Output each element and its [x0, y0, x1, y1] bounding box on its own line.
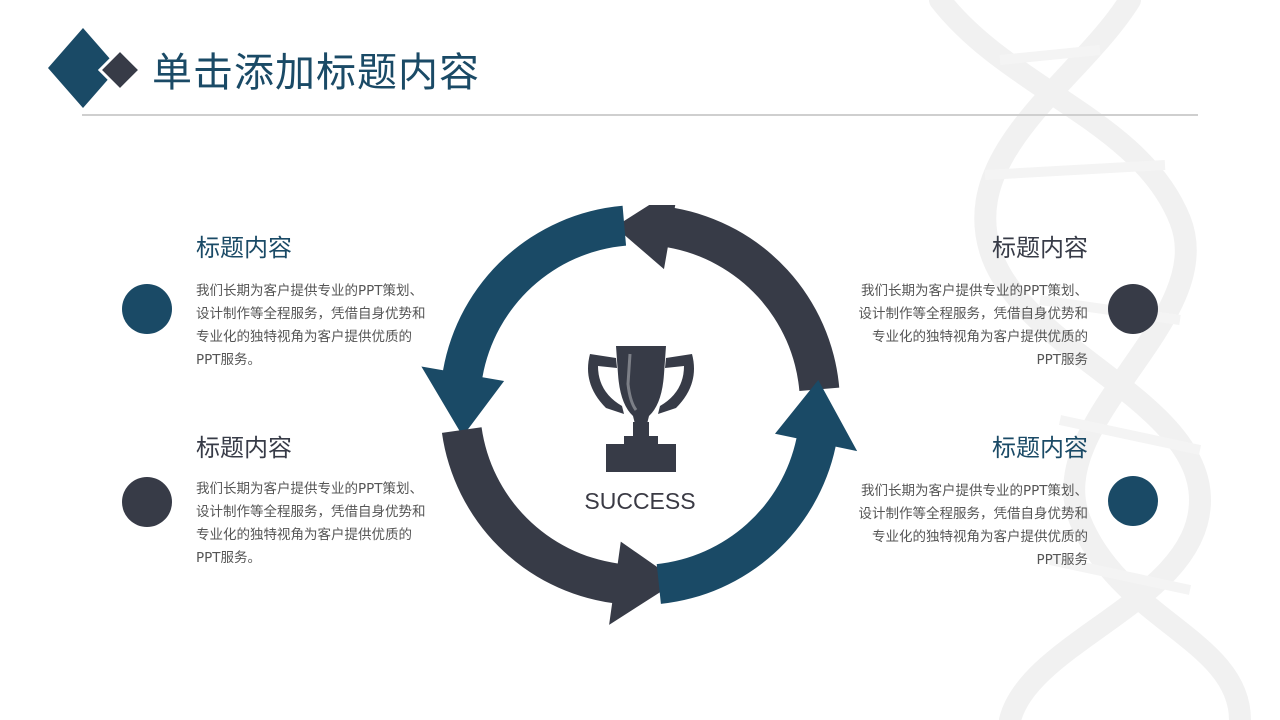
- circle-marker-icon: [1108, 476, 1158, 526]
- item-heading: 标题内容: [992, 434, 1088, 462]
- cycle-arrow-top-left: [421, 205, 627, 437]
- item-heading: 标题内容: [196, 434, 292, 462]
- item-body: 我们长期为客户提供专业的PPT策划、设计制作等全程服务，凭借自身优势和专业化的独…: [196, 283, 426, 368]
- item-left-bottom: 标题内容 我们长期为客户提供专业的PPT策划、设计制作等全程服务，凭借自身优势和…: [122, 428, 442, 588]
- cycle-arrow-bottom-left: [441, 427, 678, 625]
- title-divider: [82, 114, 1198, 116]
- success-label: SUCCESS: [584, 488, 696, 514]
- item-right-bottom: 标题内容 我们长期为客户提供专业的PPT策划、设计制作等全程服务，凭借自身优势和…: [838, 428, 1158, 588]
- item-heading: 标题内容: [992, 234, 1088, 262]
- item-body: 我们长期为客户提供专业的PPT策划、设计制作等全程服务，凭借自身优势和专业化的独…: [196, 481, 426, 566]
- trophy-icon: [588, 346, 694, 472]
- circle-marker-icon: [122, 477, 172, 527]
- circle-marker-icon: [1108, 284, 1158, 334]
- page-title: 单击添加标题内容: [152, 50, 480, 96]
- title-diamond-icon: [48, 28, 143, 108]
- item-heading: 标题内容: [196, 234, 292, 262]
- circle-marker-icon: [122, 284, 172, 334]
- item-right-top: 标题内容 我们长期为客户提供专业的PPT策划、设计制作等全程服务，凭借自身优势和…: [838, 228, 1158, 388]
- item-left-top: 标题内容 我们长期为客户提供专业的PPT策划、设计制作等全程服务，凭借自身优势和…: [122, 228, 442, 388]
- item-body: 我们长期为客户提供专业的PPT策划、设计制作等全程服务，凭借自身优势和专业化的独…: [858, 483, 1089, 568]
- cycle-diagram: [421, 205, 858, 625]
- item-body: 我们长期为客户提供专业的PPT策划、设计制作等全程服务，凭借自身优势和专业化的独…: [858, 283, 1089, 368]
- cycle-arrow-top-right: [614, 205, 840, 392]
- cycle-arrow-bottom-right: [656, 379, 858, 604]
